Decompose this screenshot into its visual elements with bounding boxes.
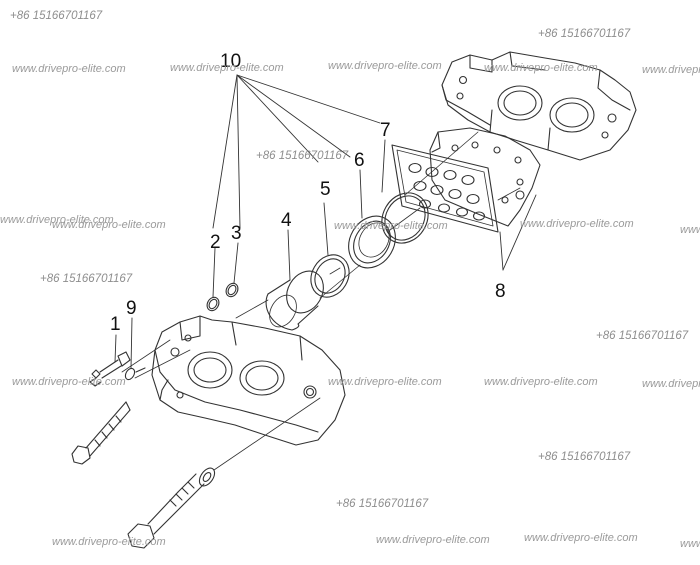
callout-10: 10 [220, 51, 242, 72]
watermark-site: www.drivepro-elite.com [12, 63, 126, 75]
watermark-site: www.drivepro-elite.com [52, 219, 166, 231]
watermark-phone: +86 15166701167 [538, 451, 631, 463]
callout-7: 7 [380, 120, 391, 141]
callout-5: 5 [320, 179, 331, 200]
watermark-phone: +86 15166701167 [538, 28, 631, 40]
caliper-body-lower [151, 315, 346, 446]
o-ring-3 [225, 282, 239, 298]
watermark-site: www.drivepro-elite.com [12, 376, 126, 388]
watermark-site: www.drivepro-elite.com [0, 214, 114, 226]
watermark-site: www.drivepro-elite.com [642, 64, 700, 76]
watermark-site: www.drivepro-elite.com [334, 220, 448, 232]
seal-6 [348, 215, 396, 269]
brake-pad-friction [391, 144, 499, 233]
watermark-site: www.drivepro-elite.com [170, 62, 284, 74]
watermark-phone: +86 15166701167 [336, 498, 429, 510]
piston-4 [265, 270, 324, 331]
watermark-site: www.drivepro-elite.com [520, 218, 634, 230]
bleeder-screw-1 [89, 351, 131, 387]
watermark-site: www.drivepro-elite.com [328, 376, 442, 388]
watermark-phone: +86 15166701167 [256, 150, 349, 162]
watermark-site: www.drivepro-elite.com [680, 538, 700, 550]
watermark-site: www.drivepro-elite.com [376, 534, 490, 546]
watermark-phone: +86 15166701167 [596, 330, 689, 342]
watermark-site: www.drivepro-elite.com [680, 224, 700, 236]
callout-1: 1 [110, 314, 121, 335]
watermark-site: www.drivepro-elite.com [328, 60, 442, 72]
watermark-site: www.drivepro-elite.com [484, 62, 598, 74]
caliper-bolt-short [127, 473, 205, 549]
watermark-site: www.drivepro-elite.com [484, 376, 598, 388]
callout-4: 4 [281, 210, 292, 231]
watermark-site: www.drivepro-elite.com [52, 536, 166, 548]
washer-9 [124, 367, 146, 381]
callout-9: 9 [126, 298, 137, 319]
dust-boot-5 [310, 254, 350, 298]
watermark-site: www.drivepro-elite.com [524, 532, 638, 544]
callout-6: 6 [354, 150, 365, 171]
assembly-axis-lines [121, 131, 521, 471]
o-ring-2 [206, 296, 220, 312]
callout-3: 3 [231, 223, 242, 244]
caliper-body-upper [441, 51, 637, 161]
leader-lines [114, 74, 537, 369]
watermark-phone: +86 15166701167 [40, 273, 133, 285]
callout-2: 2 [210, 232, 221, 253]
caliper-bolt-long [71, 401, 131, 465]
watermark-phone: +86 15166701167 [10, 10, 103, 22]
bolt-washer [198, 467, 216, 487]
watermark-site: www.drivepro-elite.com [642, 378, 700, 390]
brake-pad-backing [429, 127, 541, 227]
callout-8: 8 [495, 281, 506, 302]
seal-7 [381, 192, 429, 244]
